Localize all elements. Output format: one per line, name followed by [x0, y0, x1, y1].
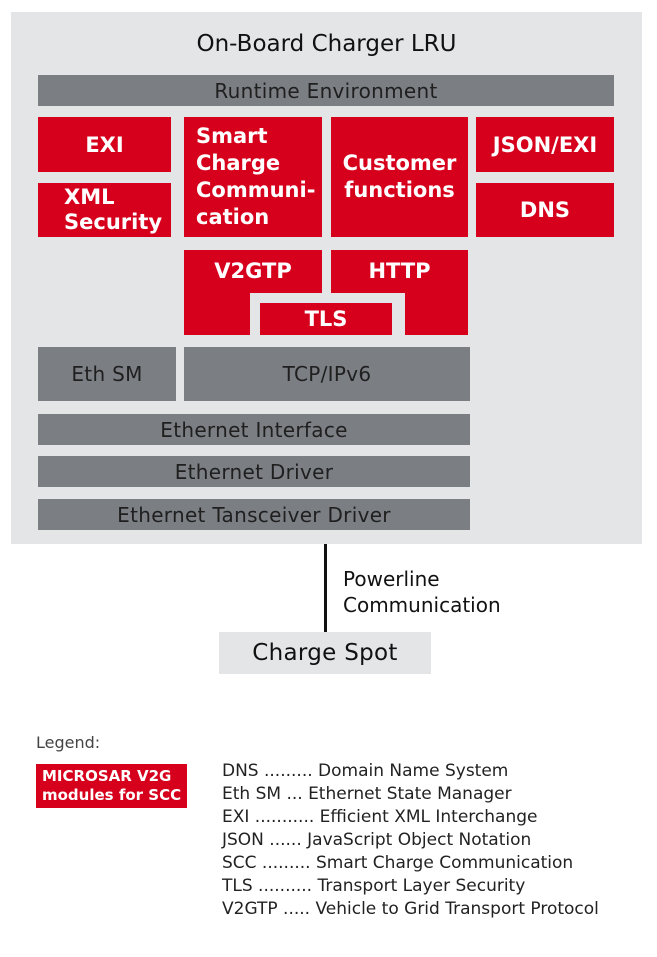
powerline-connector-line: [324, 544, 327, 632]
eth-sm-block: Eth SM: [38, 347, 176, 401]
legend-title: Legend:: [36, 733, 101, 752]
customer-functions-module: Customer functions: [331, 117, 468, 237]
legend-badge-microsar-v2g: MICROSAR V2G modules for SCC: [36, 764, 188, 808]
legend-entries: DNS ......... Domain Name System Eth SM …: [222, 760, 599, 921]
tcp-ipv6-block: TCP/IPv6: [184, 347, 470, 401]
ethernet-transceiver-driver-block: Ethernet Tansceiver Driver: [38, 499, 470, 530]
exi-module: EXI: [38, 117, 171, 172]
legend-entry: EXI ........... Efficient XML Interchang…: [222, 807, 538, 827]
legend-entry: SCC ......... Smart Charge Communication: [222, 853, 574, 873]
xml-security-module: XML Security: [38, 183, 171, 237]
ethernet-driver-block: Ethernet Driver: [38, 456, 470, 487]
json-exi-module: JSON/EXI: [476, 117, 614, 172]
legend-entry: TLS .......... Transport Layer Security: [222, 876, 526, 896]
charge-spot-block: Charge Spot: [219, 632, 431, 674]
tls-module: TLS: [260, 303, 392, 335]
legend-entry: Eth SM ... Ethernet State Manager: [222, 784, 512, 804]
powerline-communication-label: Powerline Communication: [343, 567, 501, 617]
legend-entry: V2GTP ..... Vehicle to Grid Transport Pr…: [222, 899, 599, 919]
v2gtp-label: V2GTP: [214, 259, 292, 283]
ethernet-interface-block: Ethernet Interface: [38, 414, 470, 445]
dns-module: DNS: [476, 183, 614, 237]
runtime-environment-block: Runtime Environment: [38, 75, 614, 106]
legend-entry: DNS ......... Domain Name System: [222, 761, 509, 781]
smart-charge-communication-module: Smart Charge Communi- cation: [184, 117, 322, 237]
http-label: HTTP: [368, 259, 431, 283]
lru-title: On-Board Charger LRU: [196, 31, 457, 57]
legend-entry: JSON ...... JavaScript Object Notation: [222, 830, 532, 850]
